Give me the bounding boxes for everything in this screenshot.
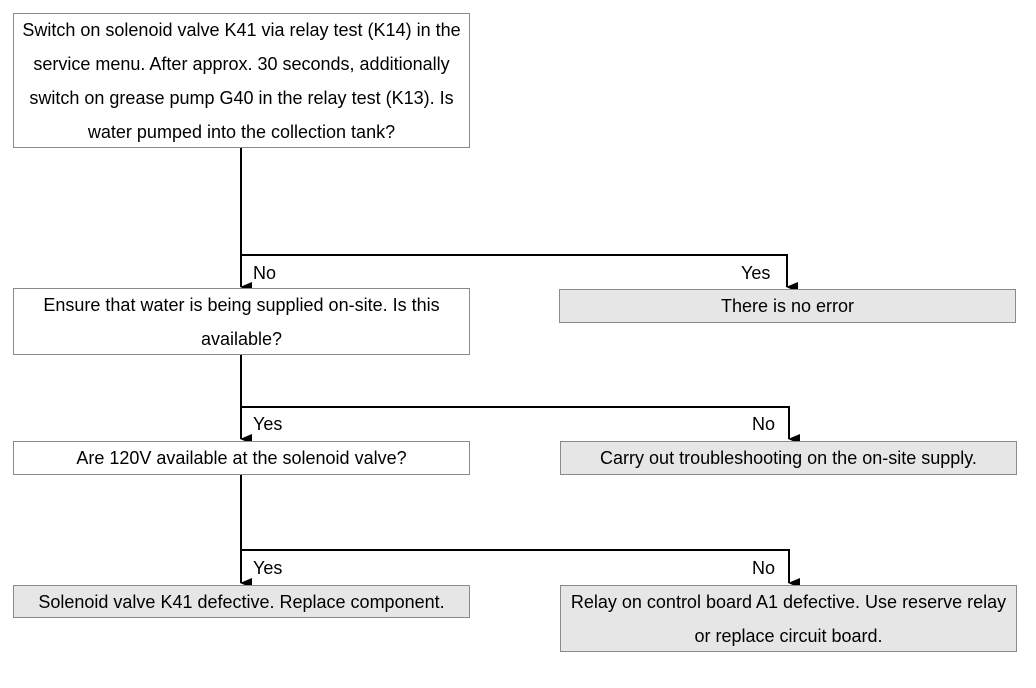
question-water-supply-text: Ensure that water is being supplied on-s… — [43, 294, 440, 349]
branch-label-no-2: No — [752, 414, 776, 434]
connector-q1-yes — [241, 254, 798, 292]
question-120v-text: Are 120V available at the solenoid valve… — [76, 448, 407, 468]
branch-label-yes-3: Yes — [253, 558, 283, 578]
question-120v: Are 120V available at the solenoid valve… — [13, 441, 470, 475]
result-troubleshoot-supply: Carry out troubleshooting on the on-site… — [560, 441, 1017, 475]
result-solenoid-defective-text: Solenoid valve K41 defective. Replace co… — [38, 591, 445, 612]
question-water-pumped-text: Switch on solenoid valve K41 via relay t… — [22, 19, 461, 142]
question-water-supply: Ensure that water is being supplied on-s… — [13, 288, 470, 355]
branch-label-yes-1: Yes — [741, 263, 771, 283]
connector-q3-no — [241, 549, 800, 588]
result-solenoid-defective: Solenoid valve K41 defective. Replace co… — [13, 585, 470, 618]
branch-label-no-1: No — [253, 263, 277, 283]
branch-label-yes-2: Yes — [253, 414, 283, 434]
branch-label-no-3: No — [752, 558, 776, 578]
result-no-error-text: There is no error — [720, 296, 855, 316]
result-no-error: There is no error — [559, 289, 1016, 323]
connector-q2-no — [241, 406, 800, 444]
result-relay-defective-text: Relay on control board A1 defective. Use… — [570, 591, 1007, 646]
question-water-pumped: Switch on solenoid valve K41 via relay t… — [13, 13, 470, 148]
result-relay-defective: Relay on control board A1 defective. Use… — [560, 585, 1017, 652]
result-troubleshoot-supply-text: Carry out troubleshooting on the on-site… — [600, 448, 977, 468]
